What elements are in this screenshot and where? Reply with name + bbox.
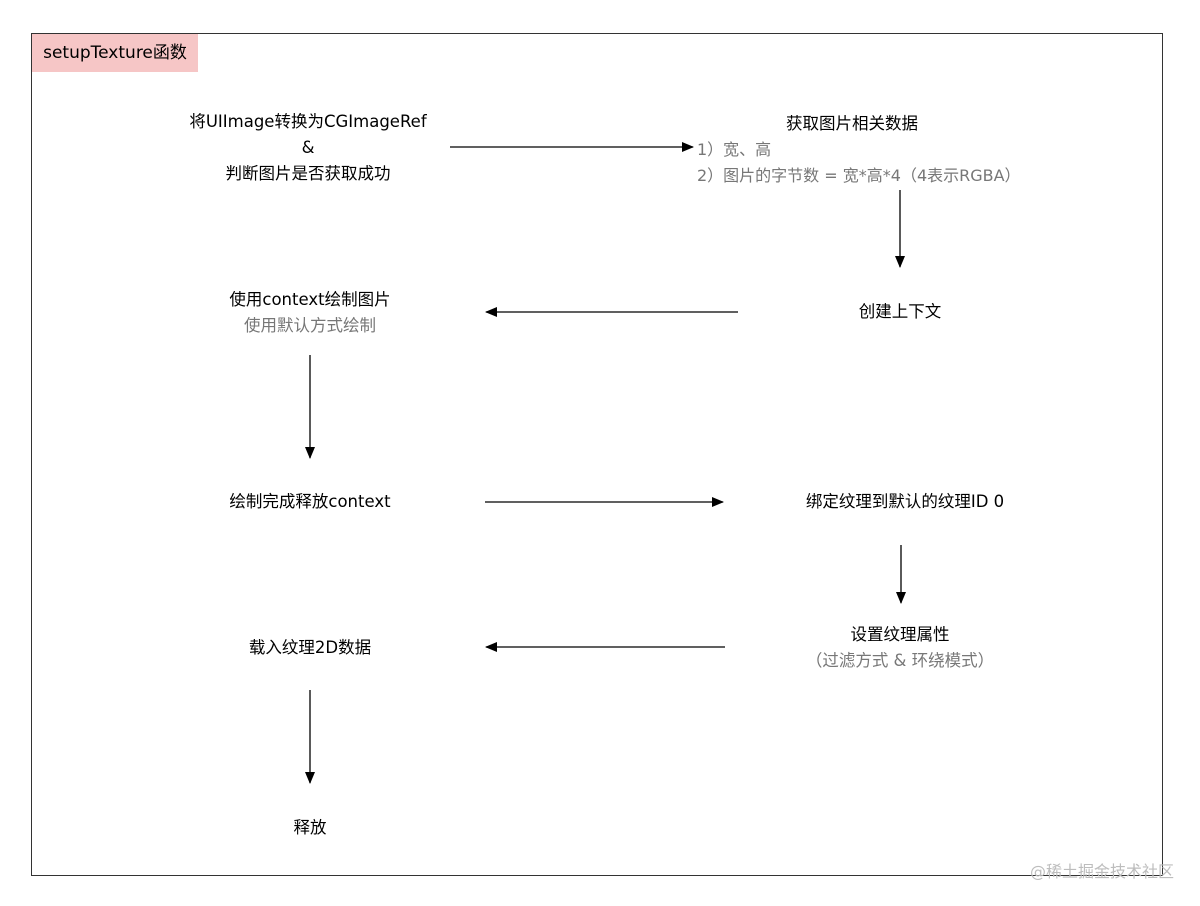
function-title-tag: setupTexture函数 — [32, 34, 198, 72]
node-draw-context-title: 使用context绘制图片 — [229, 290, 391, 309]
node-convert-line-1: 将UIImage转换为CGImageRef — [189, 112, 427, 131]
node-release-title: 释放 — [293, 818, 327, 837]
node-convert-line-3: 判断图片是否获取成功 — [225, 164, 391, 183]
node-create-context: 创建上下文 — [800, 299, 1000, 325]
node-bind-texture-title: 绑定纹理到默认的纹理ID 0 — [805, 492, 1005, 511]
node-load-2d-title: 载入纹理2D数据 — [248, 638, 372, 657]
node-release-context: 绘制完成释放context — [190, 489, 430, 515]
node-set-params-subtitle: （过滤方式 & 环绕模式） — [805, 651, 995, 670]
node-bind-texture: 绑定纹理到默认的纹理ID 0 — [760, 489, 1050, 515]
node-image-info-item-2: 2）图片的字节数 = 宽*高*4（4表示RGBA） — [697, 166, 1021, 185]
node-create-context-title: 创建上下文 — [858, 302, 942, 321]
node-image-info-item-1: 1）宽、高 — [697, 140, 772, 159]
node-draw-context-subtitle: 使用默认方式绘制 — [244, 316, 376, 335]
diagram-frame — [31, 33, 1163, 876]
node-convert-image: 将UIImage转换为CGImageRef & 判断图片是否获取成功 — [158, 109, 458, 187]
node-image-info: 获取图片相关数据 1）宽、高 2）图片的字节数 = 宽*高*4（4表示RGBA） — [697, 114, 1097, 189]
node-draw-context: 使用context绘制图片 使用默认方式绘制 — [190, 287, 430, 339]
node-set-params: 设置纹理属性 （过滤方式 & 环绕模式） — [780, 622, 1020, 674]
watermark: @稀土掘金技术社区 — [1029, 862, 1174, 881]
node-convert-line-2: & — [301, 138, 315, 157]
node-image-info-title: 获取图片相关数据 — [786, 114, 918, 133]
node-set-params-title: 设置纹理属性 — [850, 625, 950, 644]
node-load-2d: 载入纹理2D数据 — [190, 635, 430, 661]
node-release: 释放 — [230, 815, 390, 841]
node-release-context-title: 绘制完成释放context — [229, 492, 391, 511]
